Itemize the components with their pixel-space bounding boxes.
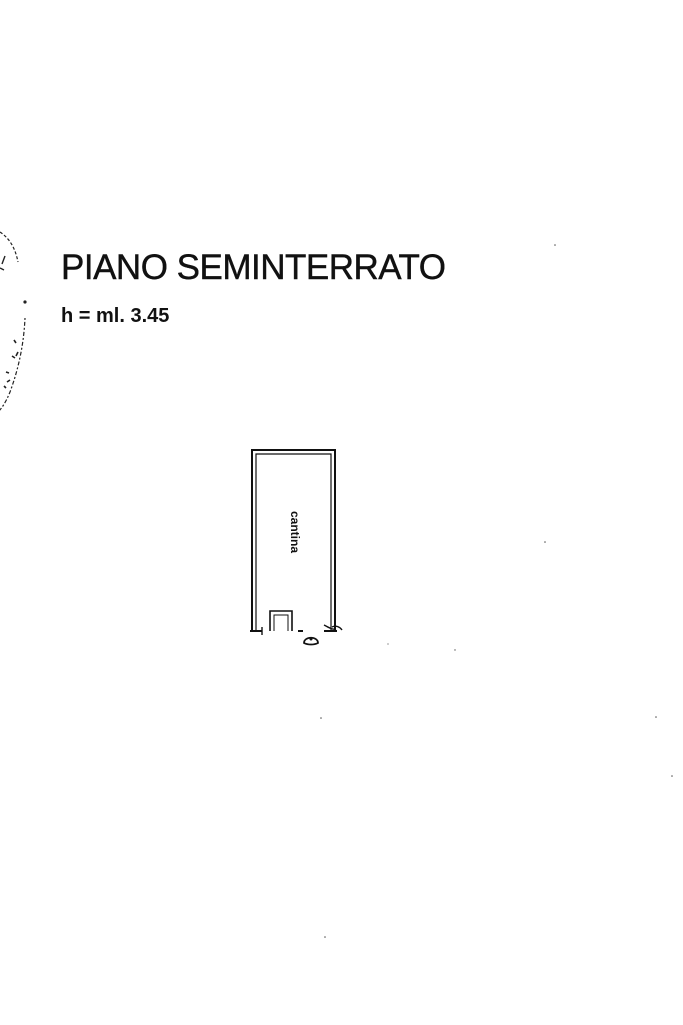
door-opening bbox=[261, 624, 343, 635]
scan-specks bbox=[320, 244, 673, 938]
entrance-marker-icon bbox=[303, 636, 319, 646]
room-label: cantina bbox=[288, 510, 302, 554]
floor-title: PIANO SEMINTERRATO bbox=[61, 248, 446, 287]
ceiling-height-label: h = ml. 3.45 bbox=[61, 305, 170, 327]
room-cantina bbox=[250, 449, 337, 632]
stamp-icon bbox=[0, 231, 27, 411]
stair-niche bbox=[269, 610, 293, 631]
